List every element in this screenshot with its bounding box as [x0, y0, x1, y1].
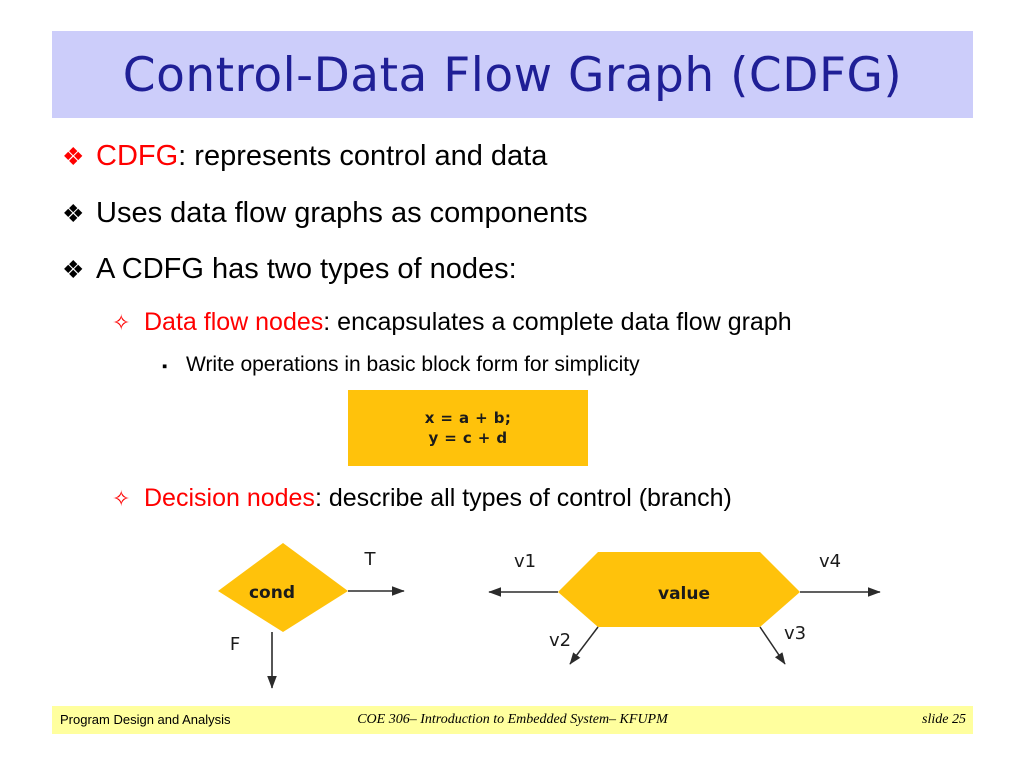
footer-slide-number: slide 25 — [922, 712, 966, 727]
bullet-uses-data-flow-graphs: ❖ Uses data flow graphs as components — [62, 197, 588, 230]
bullet-write-operations: ▪ Write operations in basic block form f… — [162, 353, 640, 377]
bullet-highlight: Decision nodes — [144, 484, 315, 512]
bullet-text: A CDFG has two types of nodes: — [96, 253, 517, 285]
page-title: Control-Data Flow Graph (CDFG) — [122, 47, 903, 103]
bullet-data-flow-nodes: ✧ Data flow nodes: encapsulates a comple… — [112, 308, 792, 337]
v3-edge-arrow — [759, 626, 786, 665]
bullet-text: Data flow nodes: encapsulates a complete… — [144, 308, 792, 337]
v4-edge-label: v4 — [819, 551, 841, 572]
decision-node-shape — [218, 543, 348, 632]
diamond-bullet-icon: ❖ — [62, 200, 85, 228]
hollow-diamond-bullet-icon: ✧ — [112, 310, 131, 335]
diamond-bullet-icon: ❖ — [62, 143, 85, 171]
bullet-decision-nodes: ✧ Decision nodes: describe all types of … — [112, 484, 732, 513]
bullet-text: Uses data flow graphs as components — [96, 197, 588, 229]
square-bullet-icon: ▪ — [162, 358, 168, 375]
v3-edge-label: v3 — [784, 623, 806, 644]
code-line-1: x = a + b; — [424, 409, 512, 427]
bullet-text: Decision nodes: describe all types of co… — [144, 484, 732, 513]
bullet-rest: : encapsulates a complete data flow grap… — [323, 308, 792, 336]
footer-course-title: COE 306– Introduction to Embedded System… — [357, 712, 668, 727]
bullet-rest: : represents control and data — [178, 140, 548, 172]
cdfg-diagram: cond T F value v1 v2 v3 v4 — [0, 520, 1024, 700]
slide-title-bar — [52, 31, 973, 118]
v1-edge-label: v1 — [514, 551, 536, 572]
bullet-two-types-of-nodes: ❖ A CDFG has two types of nodes: — [62, 253, 517, 286]
bullet-text: Write operations in basic block form for… — [186, 353, 640, 376]
bullet-text: CDFG: represents control and data — [96, 140, 547, 173]
footer-course-topic: Program Design and Analysis — [60, 712, 231, 727]
slide-footer-bar — [52, 706, 973, 734]
basic-block-code-box: x = a + b; y = c + d — [348, 390, 588, 466]
code-line-2: y = c + d — [428, 429, 508, 447]
bullet-rest: : describe all types of control (branch) — [314, 484, 732, 512]
value-node-shape — [558, 552, 800, 627]
false-edge-label: F — [230, 634, 240, 655]
bullet-cdfg-represents: ❖ CDFG: represents control and data — [62, 140, 547, 173]
value-node-label: value — [658, 584, 710, 604]
v2-edge-label: v2 — [549, 630, 571, 651]
v2-edge-arrow — [569, 626, 599, 665]
decision-node-label: cond — [249, 583, 295, 603]
bullet-highlight: CDFG — [96, 140, 179, 172]
true-edge-label: T — [364, 549, 377, 570]
bullet-highlight: Data flow nodes — [144, 308, 324, 336]
hollow-diamond-bullet-icon: ✧ — [112, 486, 131, 511]
diamond-bullet-icon: ❖ — [62, 256, 85, 284]
